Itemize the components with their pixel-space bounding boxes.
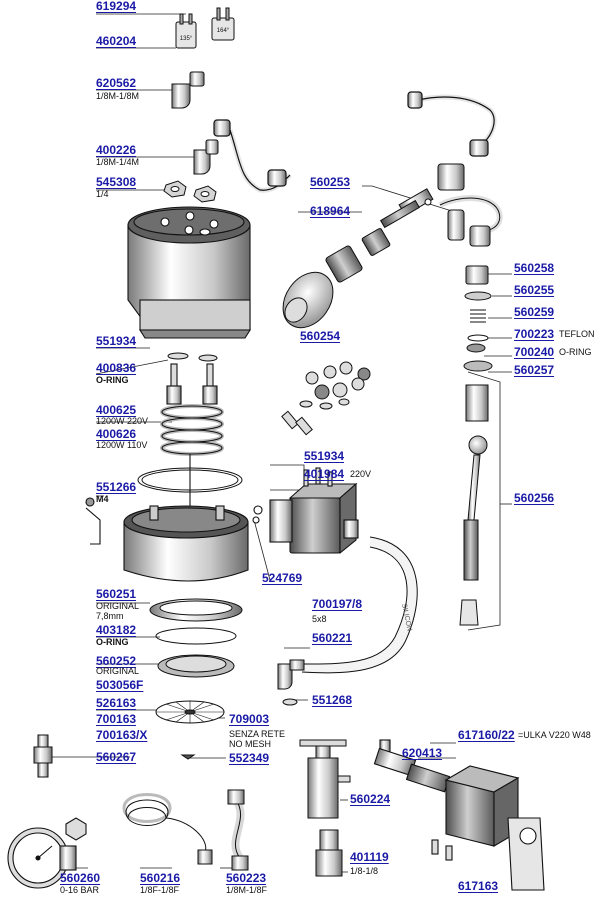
part-560223-desc: 1/8M-1/8F bbox=[226, 885, 268, 895]
part-700223-code: 700223 bbox=[514, 327, 555, 341]
part-551934-code-a: 551934 bbox=[96, 334, 137, 348]
part-560221-code: 560221 bbox=[312, 631, 353, 645]
part-560253-code: 560253 bbox=[310, 175, 351, 189]
part-560251-code: 560251 bbox=[96, 587, 137, 601]
part-401119-desc: 1/8-1/8 bbox=[350, 866, 379, 876]
pressure-gauge bbox=[7, 817, 87, 889]
part-401984-desc: 220V bbox=[350, 469, 372, 479]
filter-parts bbox=[149, 598, 243, 760]
boiler bbox=[127, 206, 251, 339]
part-560258-code: 560258 bbox=[514, 261, 555, 275]
part-400625-code: 400625 bbox=[96, 403, 137, 417]
leader-lines bbox=[50, 13, 526, 884]
part-400226-code: 400226 bbox=[96, 143, 137, 157]
part-709003-desc: SENZA RETE bbox=[229, 729, 286, 739]
part-551934-code-b: 551934 bbox=[304, 449, 345, 463]
part-700240-desc: O-RING bbox=[559, 347, 592, 357]
thermostats: 135° 164° bbox=[175, 7, 235, 49]
part-560256-code: 560256 bbox=[514, 491, 555, 505]
part-560224-code: 560224 bbox=[350, 792, 391, 806]
relief-valve-stack bbox=[463, 265, 493, 372]
part-400626-desc: 1200W 110V bbox=[96, 440, 148, 450]
part-560255-code: 560255 bbox=[514, 283, 555, 297]
steam-wand bbox=[459, 384, 489, 626]
gasket-ring bbox=[137, 467, 243, 493]
steam-valve bbox=[325, 163, 503, 283]
part-709003-desc2: NO MESH bbox=[229, 739, 272, 749]
part-400836-code: 400836 bbox=[96, 361, 137, 375]
part-560216-code: 560216 bbox=[140, 871, 181, 885]
part-560267-code: 560267 bbox=[96, 750, 137, 764]
part-560223-code: 560223 bbox=[226, 871, 267, 885]
part-560260-desc: 0-16 BAR bbox=[60, 885, 100, 895]
valve-560267 bbox=[33, 734, 53, 778]
part-560257-code: 560257 bbox=[514, 363, 555, 377]
part-524769-code: 524769 bbox=[262, 571, 303, 585]
part-401119-code: 401119 bbox=[350, 850, 389, 864]
part-560259-code: 560259 bbox=[514, 305, 555, 319]
orings-and-nuts bbox=[167, 352, 371, 436]
part-552349-code: 552349 bbox=[229, 751, 270, 765]
part-700197-code: 700197/8 bbox=[312, 597, 363, 611]
thermostat-a-rating: 135° bbox=[180, 36, 193, 42]
part-700197-desc: 5x8 bbox=[312, 614, 327, 624]
part-551268-code: 551268 bbox=[312, 693, 353, 707]
thermostat-b-rating: 164° bbox=[217, 28, 230, 34]
heating-element bbox=[160, 363, 224, 520]
part-619294-code: 619294 bbox=[96, 0, 137, 13]
part-460204-code: 460204 bbox=[96, 34, 137, 48]
part-620562-desc: 1/8M-1/8M bbox=[96, 91, 140, 101]
part-620562-code: 620562 bbox=[96, 76, 137, 90]
part-560254-code: 560254 bbox=[300, 329, 341, 343]
part-401984-code: 401984 bbox=[304, 467, 345, 481]
part-560252-desc: ORIGINAL bbox=[96, 666, 140, 676]
steam-pipes bbox=[213, 91, 497, 193]
part-620413-code: 620413 bbox=[402, 746, 443, 760]
tube-elbow bbox=[277, 659, 305, 706]
part-545308-desc: 1/4 bbox=[96, 189, 109, 199]
solenoid bbox=[252, 467, 359, 555]
group-head bbox=[85, 497, 249, 582]
part-617160-code: 617160/22 bbox=[458, 728, 515, 742]
part-560260-code: 560260 bbox=[60, 871, 101, 885]
part-618964-code: 618964 bbox=[310, 204, 351, 218]
silicone-tube: SILICON bbox=[301, 536, 418, 674]
pressurestat bbox=[299, 739, 351, 877]
part-709003-code: 709003 bbox=[229, 712, 270, 726]
part-560251-desc2: 7,8mm bbox=[96, 611, 124, 621]
part-560251-desc: ORIGINAL bbox=[96, 601, 140, 611]
part-545308-code: 545308 bbox=[96, 175, 137, 189]
part-700223-desc: TEFLON bbox=[559, 329, 595, 339]
part-560216-desc: 1/8F-1/8F bbox=[140, 885, 180, 895]
part-617163-code: 617163 bbox=[458, 879, 499, 893]
part-400626-code: 400626 bbox=[96, 427, 137, 441]
part-700163-code: 700163 bbox=[96, 712, 137, 726]
part-400625-desc: 1200W 220V bbox=[96, 416, 149, 426]
elbow-fittings bbox=[171, 71, 219, 175]
pump bbox=[373, 739, 545, 891]
part-551266-code: 551266 bbox=[96, 480, 137, 494]
nuts bbox=[163, 180, 217, 203]
part-526163-code: 526163 bbox=[96, 696, 137, 710]
part-617160-desc: =ULKA V220 W48 bbox=[518, 730, 591, 740]
knob bbox=[282, 271, 334, 329]
part-551266-desc: M4 bbox=[96, 494, 109, 504]
part-400836-desc: O-RING bbox=[96, 375, 129, 385]
capillary-tubes bbox=[122, 789, 249, 871]
part-560252-code: 560252 bbox=[96, 654, 137, 668]
part-403182-desc: O-RING bbox=[96, 637, 129, 647]
part-400226-desc: 1/8M-1/4M bbox=[96, 157, 140, 167]
part-700163x-code: 700163/X bbox=[96, 728, 148, 742]
part-700240-code: 700240 bbox=[514, 345, 555, 359]
part-403182-code: 403182 bbox=[96, 623, 137, 637]
part-503056F-code: 503056F bbox=[96, 678, 144, 692]
